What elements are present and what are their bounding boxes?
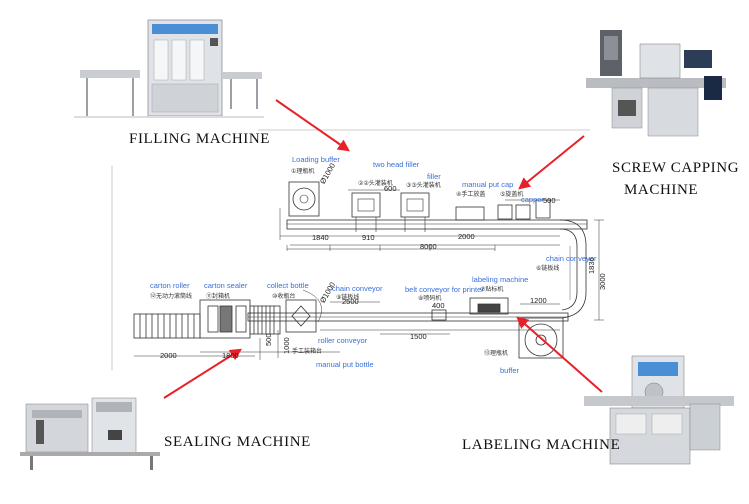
dim-1000-bottom: 1000: [282, 337, 291, 354]
label-chain-conveyor-bottom: chain conveyor: [332, 284, 383, 293]
label-chain-conveyor-right: chain conveyor: [546, 254, 597, 263]
two-head-filler-drawing: [351, 192, 381, 232]
label-labeling-machine: labeling machine: [472, 275, 529, 284]
label-collect-bottle: collect bottle: [267, 281, 309, 290]
manual-put-cap-table: [455, 206, 485, 221]
dimension-lines-top: [286, 189, 560, 251]
label-loading-buffer: Loading buffer: [292, 155, 340, 164]
filler-drawing: [400, 192, 430, 232]
top-conveyor: [279, 208, 588, 246]
caption-labeling-machine: LABELING MACHINE: [462, 437, 621, 453]
caption-screw-capping-2: MACHINE: [624, 182, 699, 198]
dim-500-bottom: 500: [264, 333, 273, 346]
label-two-head-filler: two head filler: [373, 160, 420, 169]
caption-sealing-machine: SEALING MACHINE: [164, 434, 311, 450]
label-carton-roller: carton roller: [150, 281, 190, 290]
cn-label-9: ⑨链板线: [336, 294, 360, 301]
dim-2000-bottom: 2000: [160, 351, 177, 360]
loading-buffer-table: [288, 181, 320, 217]
dim-1840: 1840: [312, 233, 329, 242]
arrow-to-sealer: [163, 348, 243, 399]
cn-label-13: ⑬理瓶机: [484, 350, 509, 357]
cn-label-2: ②②头灌装机: [358, 180, 393, 187]
dim-600: 600: [384, 184, 397, 193]
arrow-to-capper: [518, 135, 585, 190]
cn-label-10: ⑩收瓶台: [272, 293, 296, 300]
label-filler: filler: [427, 172, 441, 181]
arrow-to-filler: [275, 99, 350, 152]
bottom-conveyor: [200, 312, 569, 353]
screw-capping-machine-photo: [586, 30, 726, 137]
dim-2000-top: 2000: [458, 232, 475, 241]
buffer-table: [518, 317, 564, 359]
dim-2500: 2500: [342, 297, 359, 306]
dim-1800: 1800: [222, 351, 239, 360]
labeling-machine-drawing: [431, 297, 509, 321]
dim-500: 500: [543, 196, 556, 205]
cn-label-6: ⑥链板线: [536, 265, 560, 272]
cn-label-5: ⑤旋盖机: [500, 191, 524, 198]
dim-3000: 3000: [598, 273, 607, 290]
label-buffer: buffer: [500, 366, 520, 375]
red-arrows: [163, 99, 603, 399]
dim-1200: 1200: [530, 296, 547, 305]
cn-label-8: ⑧喷码机: [418, 295, 442, 302]
dim-910: 910: [362, 233, 375, 242]
label-capper: capper: [521, 195, 544, 204]
cn-label-3: ③③头灌装机: [406, 182, 441, 189]
cn-label-7: ⑦贴标机: [480, 286, 504, 293]
cn-label-14: 手工装箱台: [292, 348, 323, 355]
caption-filling-machine: FILLING MACHINE: [129, 131, 271, 147]
carton-roller-drawing: [133, 313, 201, 339]
filling-machine-photo: [74, 19, 264, 118]
cn-label-12: ⑫无动力滚筒线: [150, 293, 193, 300]
carton-sealer-drawing: [199, 299, 281, 339]
cn-label-4: ④手工放盖: [456, 191, 486, 198]
cn-label-11: ⑪封箱机: [206, 293, 231, 300]
label-manual-put-cap: manual put cap: [462, 180, 514, 189]
label-manual-put-bottle: manual put bottle: [316, 360, 374, 369]
collect-bottle-table: [285, 289, 322, 333]
cn-label-1: ①理瓶机: [291, 168, 315, 175]
arrow-to-labeler: [516, 316, 603, 393]
labeling-machine-photo: [584, 355, 734, 465]
dimension-lines-bottom: [134, 301, 560, 360]
dim-1500: 1500: [410, 332, 427, 341]
label-carton-sealer: carton sealer: [204, 281, 248, 290]
dim-400: 400: [432, 301, 445, 310]
label-roller-conveyor: roller conveyor: [318, 336, 368, 345]
caption-screw-capping-1: SCREW CAPPING: [612, 160, 740, 176]
dim-8000: 8000: [420, 242, 437, 251]
right-curve-conveyor: [559, 219, 604, 321]
sealing-machine-photo: [20, 397, 160, 470]
label-belt-conveyor: belt conveyor for printer: [405, 285, 484, 294]
dim-1836: 1836: [587, 257, 596, 274]
